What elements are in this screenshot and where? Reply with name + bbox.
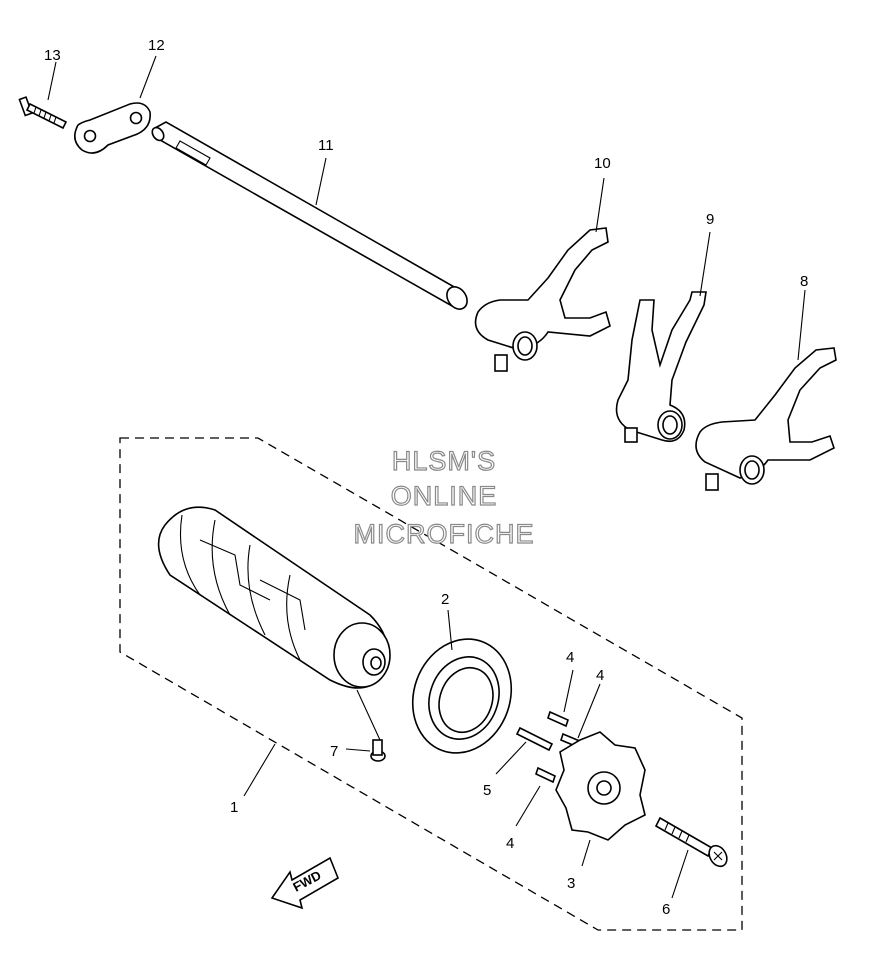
callout-3: 3	[567, 875, 575, 892]
leader-lines	[47, 55, 806, 899]
part-9-shift-fork[interactable]	[615, 291, 707, 443]
callout-13: 13	[44, 47, 61, 64]
watermark-line-2: ONLINE	[391, 481, 498, 511]
callout-4b: 4	[596, 667, 604, 684]
assembly-boundary	[119, 437, 743, 931]
part-12-plate[interactable]	[74, 102, 151, 154]
part-10-shift-fork[interactable]	[474, 227, 611, 372]
callout-7: 7	[330, 743, 338, 760]
callout-6: 6	[662, 901, 670, 918]
part-3-segment[interactable]	[555, 731, 646, 841]
callout-2: 2	[441, 591, 449, 608]
fwd-arrow-icon: FWD	[270, 856, 339, 910]
part-2-bearing[interactable]	[397, 625, 527, 767]
callout-4a: 4	[566, 649, 574, 666]
callout-9: 9	[706, 211, 714, 228]
callout-8: 8	[800, 273, 808, 290]
part-6-bolt[interactable]	[654, 816, 730, 870]
part-8-shift-fork[interactable]	[695, 347, 837, 491]
part-13-screw[interactable]	[18, 96, 68, 130]
part-7-screw[interactable]	[370, 739, 386, 762]
watermark-line-3: MICROFICHE	[354, 519, 535, 549]
part-1-shift-drum[interactable]	[157, 506, 391, 689]
callout-5: 5	[483, 782, 491, 799]
callout-4c: 4	[506, 835, 514, 852]
callout-10: 10	[594, 155, 611, 172]
watermark-line-1: HLSM'S	[392, 446, 496, 476]
part-11-shaft[interactable]	[150, 121, 471, 313]
part-pins[interactable]	[515, 710, 583, 784]
callout-12: 12	[148, 37, 165, 54]
watermark: HLSM'S ONLINE MICROFICHE	[353, 445, 535, 549]
callout-11: 11	[318, 137, 334, 154]
callout-1: 1	[230, 799, 238, 816]
